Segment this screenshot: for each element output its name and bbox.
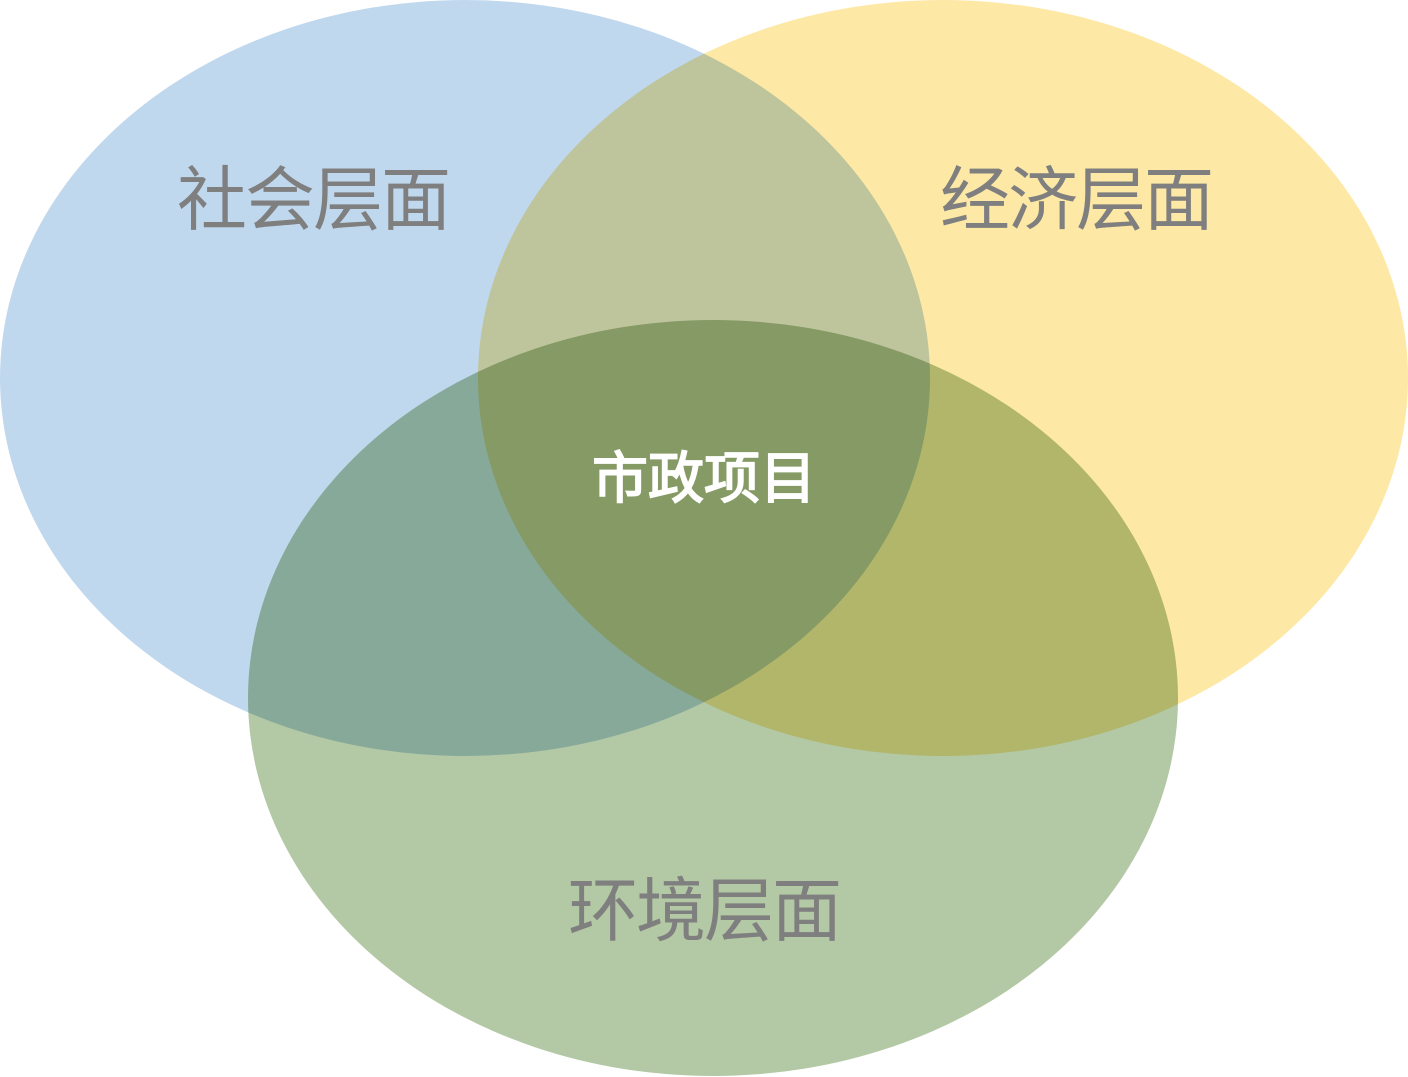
label-economic: 经济层面 (940, 159, 1214, 241)
label-intersection: 市政项目 (592, 447, 816, 512)
ellipse-environment (248, 320, 1178, 1076)
label-environment: 环境层面 (568, 870, 842, 952)
label-social: 社会层面 (177, 159, 451, 241)
